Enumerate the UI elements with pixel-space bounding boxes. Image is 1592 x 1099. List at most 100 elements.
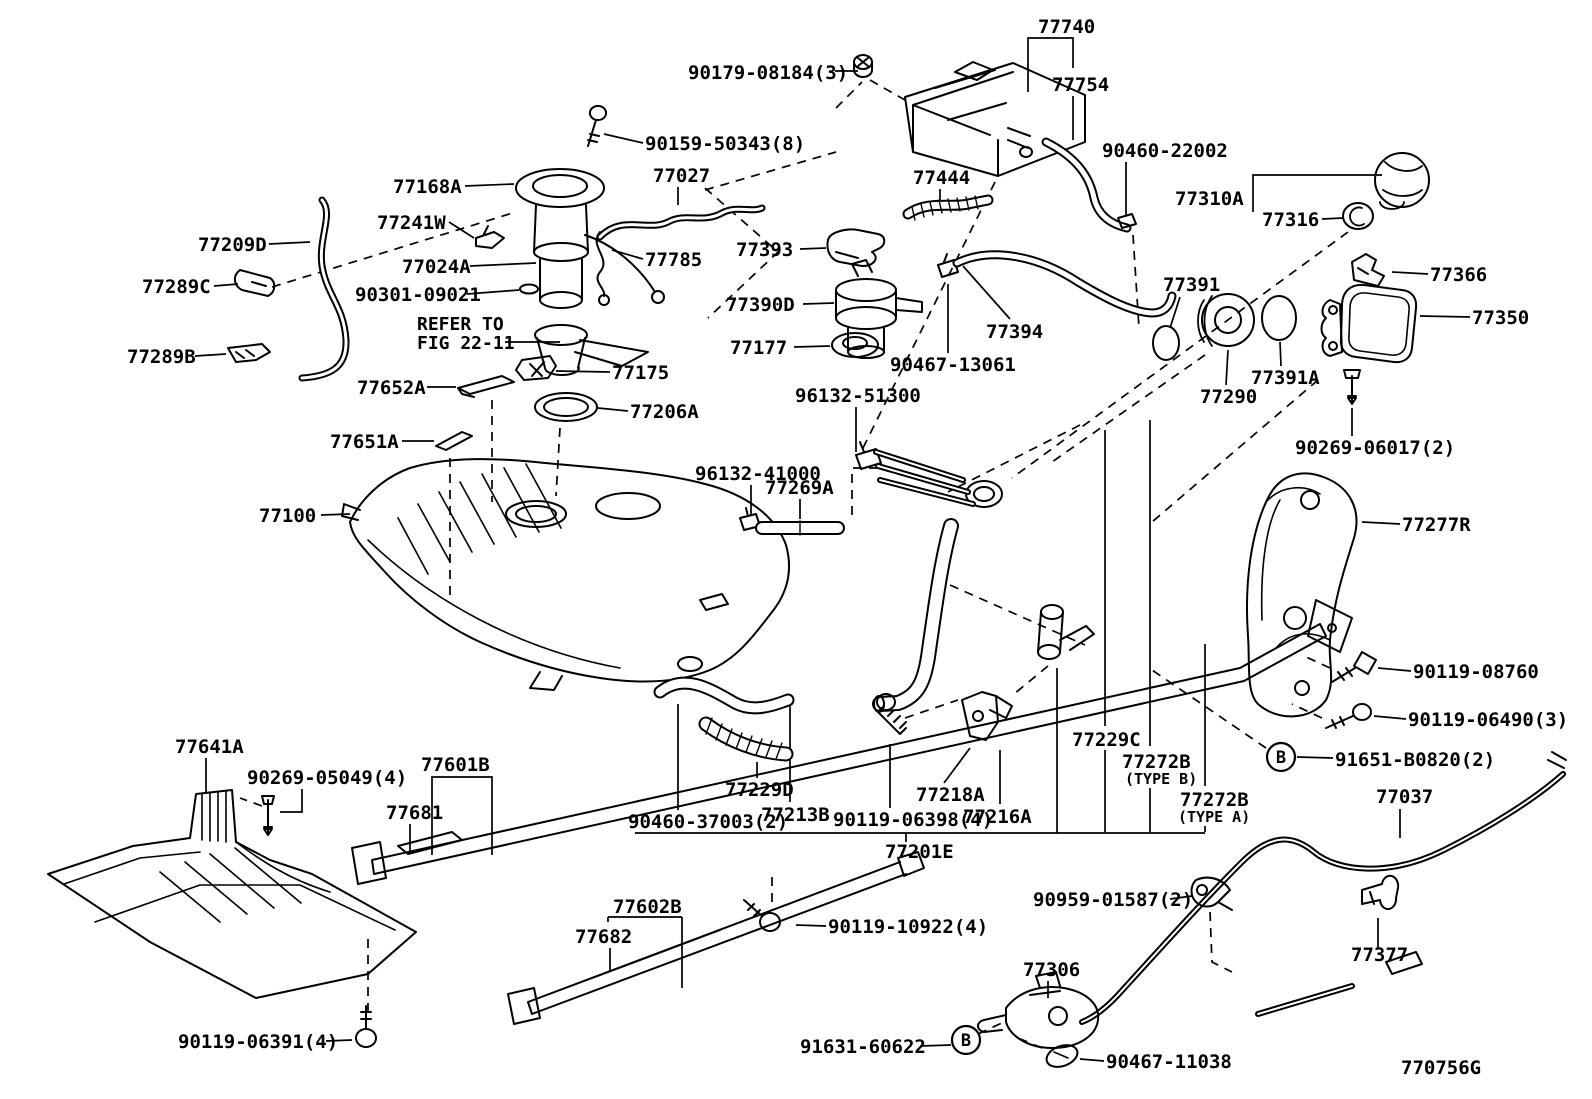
clip-77289B <box>227 343 271 363</box>
grommet-77177-inner <box>842 336 868 350</box>
cable-77037-bore <box>1081 773 1564 1023</box>
label-77229C: 77229C <box>1072 729 1141 751</box>
dashed-reference-line <box>1013 665 1049 695</box>
shield-inner-lines <box>63 841 396 931</box>
label-90467-13061: 90467-13061 <box>890 354 1016 376</box>
label-77601B: 77601B <box>421 754 490 776</box>
dashed-reference-line <box>1209 911 1233 973</box>
bolt-90119-08760 <box>1331 651 1377 683</box>
label-77289C: 77289C <box>142 276 211 298</box>
canister-ports <box>1007 127 1033 158</box>
label-90119-08760: 90119-08760 <box>1413 661 1539 683</box>
label-77213B: 77213B <box>761 804 830 826</box>
label-90119-10922: 90119-10922(4) <box>828 916 988 938</box>
fuel-lid-77350 <box>1339 283 1418 364</box>
leader-line <box>464 183 515 187</box>
protector-77277R <box>1245 472 1358 718</box>
label-refer-line1: REFER TO <box>417 314 504 335</box>
label-77100: 77100 <box>259 505 316 527</box>
leader-line <box>1321 217 1344 220</box>
leader-line <box>268 241 311 245</box>
strap-77602B <box>527 861 907 1015</box>
pump-body-77024A <box>533 204 589 301</box>
pipe-77209D-bore <box>300 198 348 380</box>
label-77310A: 77310A <box>1175 188 1244 210</box>
subtank-77390D <box>835 259 923 353</box>
screw-90269-05049 <box>261 795 275 836</box>
label-90179-08184: 90179-08184(3) <box>688 62 848 84</box>
charcoal-canister <box>904 61 1086 177</box>
leader-line <box>213 283 239 287</box>
filler-neck-inner <box>973 486 995 502</box>
strap-77601B-endbracket <box>1307 599 1353 653</box>
label-77209D: 77209D <box>198 234 267 256</box>
hose-77229D-ribs <box>705 717 783 760</box>
cable-end-fitting <box>1385 751 1567 975</box>
tank-opening-rear <box>595 492 661 520</box>
label-77201E: 77201E <box>885 841 954 863</box>
label-77316: 77316 <box>1262 209 1319 231</box>
leader-line <box>1296 756 1334 759</box>
label-77027: 77027 <box>653 165 710 187</box>
bracket-77218A-hole <box>972 710 984 722</box>
label-90119-06398: 90119-06398(4) <box>833 809 993 831</box>
bolt-90119-06398 <box>876 693 907 735</box>
dashed-reference-line <box>861 181 996 451</box>
leader-line <box>431 776 493 855</box>
label-91631-60622: 91631-60622 <box>800 1036 926 1058</box>
leader-line <box>799 247 827 250</box>
bracket-77216A-top <box>1040 604 1064 620</box>
label-77216A: 77216A <box>963 806 1032 828</box>
leader-line <box>1027 37 1074 92</box>
leader-line <box>320 513 351 516</box>
bracket-77216A-bot <box>1037 644 1061 660</box>
dashed-reference-line <box>851 467 878 522</box>
tank-seam <box>367 539 621 669</box>
label-77206A: 77206A <box>630 401 699 423</box>
pump-lower-ring <box>539 291 583 309</box>
dashed-reference-line <box>1291 703 1323 719</box>
label-77350: 77350 <box>1472 307 1529 329</box>
leader-line <box>795 924 827 927</box>
label-typeb: (TYPE B) <box>1125 770 1197 788</box>
clamp-90467-13061 <box>937 253 959 278</box>
leader-line <box>1252 174 1382 212</box>
label-77272B-typeb: 77272B <box>1122 751 1191 773</box>
pad-77681 <box>397 831 463 855</box>
label-90269-05049: 90269-05049(4) <box>247 767 407 789</box>
hose-77394 <box>952 250 1177 318</box>
leader-line <box>943 747 971 784</box>
canister-hose-77754-bore <box>1043 139 1130 231</box>
dashed-reference-line <box>835 81 863 109</box>
label-77682: 77682 <box>575 926 632 948</box>
strap-77601B-foot <box>351 841 387 885</box>
leader-line <box>603 133 644 144</box>
grommet-77177 <box>831 332 879 358</box>
dashed-reference-line <box>704 151 837 191</box>
fuel-cap-77310A <box>1374 152 1430 208</box>
float-arm <box>584 234 665 304</box>
fuel-lid-inner <box>1348 292 1410 356</box>
leader-line <box>1391 271 1429 275</box>
bolt-90119-06490 <box>1325 703 1372 729</box>
subtank-ring-top <box>835 278 897 302</box>
ring-77206A <box>534 392 598 422</box>
valve-77175 <box>515 355 557 381</box>
subtank-cap-77393 <box>826 228 886 267</box>
dashed-reference-line <box>1011 231 1349 479</box>
strap-77602B-end <box>897 851 925 877</box>
lock-hole <box>1048 1006 1068 1026</box>
marker-B-right-letter: B <box>1276 748 1286 768</box>
pipe-77027-bore <box>598 206 764 239</box>
marker-B-bottom <box>950 1024 982 1056</box>
screw-90269-06017 <box>1343 369 1361 405</box>
label-77651A: 77651A <box>330 431 399 453</box>
leader-line <box>1419 315 1471 318</box>
label-77785: 77785 <box>645 249 702 271</box>
label-77272B-typea: 77272B <box>1180 789 1249 811</box>
label-77289B: 77289B <box>127 346 196 368</box>
leader-line <box>793 345 831 348</box>
label-77168A: 77168A <box>393 176 462 198</box>
